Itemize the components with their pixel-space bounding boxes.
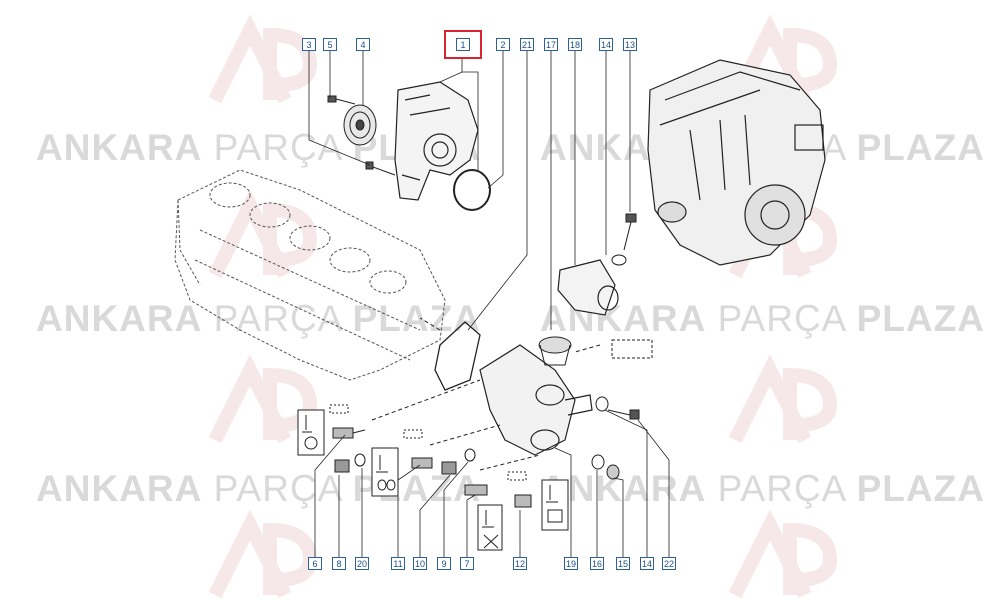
plug xyxy=(441,461,457,475)
part-callout[interactable]: 21 xyxy=(520,38,534,51)
part-callout[interactable]: 16 xyxy=(590,557,604,570)
reference-box xyxy=(507,471,527,481)
part-callout[interactable]: 20 xyxy=(355,557,369,570)
bolt xyxy=(607,409,640,420)
thermostat-housing xyxy=(479,344,593,456)
washer xyxy=(464,448,476,462)
watermark-text: ANKARA PARÇA PLAZA xyxy=(36,298,481,339)
part-callout[interactable]: 22 xyxy=(662,557,676,570)
part-callout[interactable]: 8 xyxy=(332,557,346,570)
temperature-sensor xyxy=(411,457,433,469)
part-callout[interactable]: 3 xyxy=(302,38,316,51)
plug xyxy=(334,459,350,473)
watermark-text: ANKARA PARÇA PLAZA xyxy=(36,468,481,509)
ap-logo-watermark xyxy=(728,509,838,599)
bolt xyxy=(365,161,396,176)
washer xyxy=(354,453,366,467)
nut xyxy=(606,464,620,480)
part-callout[interactable]: 6 xyxy=(308,557,322,570)
part-callout[interactable]: 11 xyxy=(391,557,405,570)
part-callout[interactable]: 18 xyxy=(568,38,582,51)
part-callout[interactable]: 13 xyxy=(623,38,637,51)
part-callout[interactable]: 14 xyxy=(640,557,654,570)
temperature-sensor xyxy=(332,427,366,439)
alignment-lines xyxy=(371,317,601,471)
thermostat xyxy=(538,336,572,366)
sensor-symbol-panel xyxy=(477,504,503,551)
reference-box xyxy=(611,339,653,359)
leader-lines xyxy=(308,50,670,558)
sensor-symbol-panel xyxy=(371,447,399,497)
part-callout[interactable]: 2 xyxy=(496,38,510,51)
part-callout[interactable]: 5 xyxy=(323,38,337,51)
washer xyxy=(591,454,605,470)
engine-illustration xyxy=(647,59,826,266)
pulley xyxy=(343,104,377,146)
reference-box xyxy=(403,429,423,439)
part-callout-selected[interactable]: 1 xyxy=(456,38,470,51)
selection-highlight xyxy=(444,30,482,59)
part-callout[interactable]: 9 xyxy=(437,557,451,570)
part-callout[interactable]: 4 xyxy=(356,38,370,51)
temperature-sensor xyxy=(514,494,532,508)
ap-logo-watermark xyxy=(728,354,838,444)
reference-box xyxy=(329,404,349,414)
washer xyxy=(595,396,609,412)
part-callout[interactable]: 10 xyxy=(413,557,427,570)
part-callout[interactable]: 19 xyxy=(564,557,578,570)
temperature-sensor xyxy=(464,484,488,496)
engine-block-outline xyxy=(174,169,446,381)
outlet-elbow xyxy=(557,259,619,316)
o-ring xyxy=(453,169,491,211)
ap-logo-watermark xyxy=(208,14,318,104)
part-callout[interactable]: 7 xyxy=(460,557,474,570)
bolt xyxy=(327,95,356,105)
part-callout[interactable]: 14 xyxy=(599,38,613,51)
ap-logo-watermark xyxy=(208,354,318,444)
watermark-text: ANKARA PARÇA PLAZA xyxy=(540,298,985,339)
ap-logo-watermark xyxy=(208,189,318,279)
sensor-symbol-panel xyxy=(297,409,325,456)
sensor-symbol-panel xyxy=(541,479,569,531)
part-callout[interactable]: 17 xyxy=(544,38,558,51)
gasket xyxy=(434,321,481,391)
bolt xyxy=(623,213,637,251)
part-callout[interactable]: 12 xyxy=(513,557,527,570)
washer xyxy=(611,254,627,266)
part-callout[interactable]: 15 xyxy=(616,557,630,570)
water-pump xyxy=(394,81,479,201)
